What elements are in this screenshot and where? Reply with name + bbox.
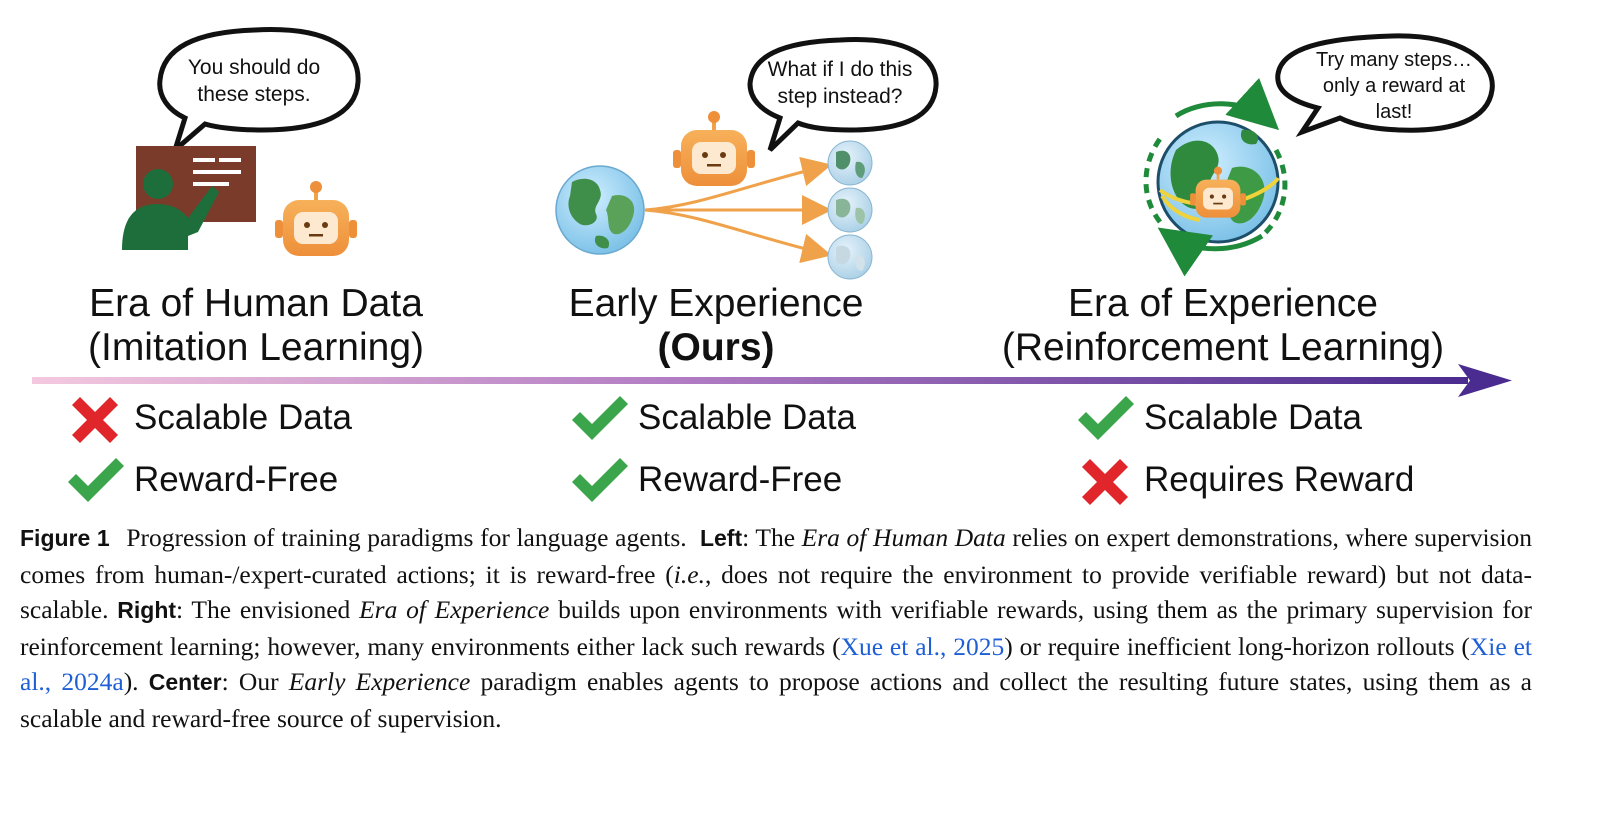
illustrations xyxy=(32,27,1512,397)
row-label: Scalable Data xyxy=(134,398,352,437)
caption-text: paradigm enables agents to propose actio… xyxy=(20,667,1533,733)
cross-icon xyxy=(1076,455,1138,505)
robot-icon xyxy=(1190,166,1246,218)
robot-icon xyxy=(673,111,755,186)
globe-icon xyxy=(827,140,873,186)
title-line: (Ours) xyxy=(657,326,775,369)
bubble-text-early: What if I do this step instead? xyxy=(767,58,913,108)
caption-emphasis: i.e. xyxy=(673,559,705,589)
row-label: Scalable Data xyxy=(638,398,856,437)
caption-intro: Progression of training paradigms for la… xyxy=(126,523,687,552)
center-speech-bubble xyxy=(747,37,939,152)
human-reward-row: Reward-Free xyxy=(66,454,338,506)
caption-text: The xyxy=(755,523,802,552)
title-line: (Imitation Learning) xyxy=(88,326,424,369)
row-label: Reward-Free xyxy=(134,460,339,499)
caption-emphasis: Era of Experience xyxy=(359,595,550,624)
bubble-text-human: You should do these steps. xyxy=(187,56,321,106)
row-label: Requires Reward xyxy=(1144,460,1415,499)
caption-text: ). xyxy=(123,667,139,696)
caption-text: builds upon environments with verifiable… xyxy=(20,595,1533,661)
row-label: Scalable Data xyxy=(1144,398,1362,437)
check-icon xyxy=(66,455,128,505)
citation-link[interactable]: Xie et al., 2024a xyxy=(20,631,1532,697)
caption-right-label: Right xyxy=(117,597,177,623)
globe-icon xyxy=(827,234,873,280)
rl-scalable-row: Scalable Data xyxy=(1076,392,1362,444)
title-line: Era of Experience xyxy=(1067,282,1378,325)
timeline-arrow xyxy=(32,364,1512,397)
future-state-globes xyxy=(827,140,873,280)
globe-icon xyxy=(555,165,645,255)
title-line: Early Experience xyxy=(568,282,864,325)
globe-icon xyxy=(827,187,873,233)
caption-text: Our xyxy=(238,667,289,696)
title-human: Era of Human Data (Imitation Learning) xyxy=(0,282,516,370)
caption-emphasis: Early Experience xyxy=(288,667,471,696)
left-speech-bubble xyxy=(157,27,361,158)
caption-text: relies on expert demonstrations, where s… xyxy=(20,523,1533,589)
check-icon xyxy=(570,455,632,505)
caption-text: The envisioned xyxy=(191,595,360,624)
check-icon xyxy=(570,393,632,443)
check-icon xyxy=(1076,393,1138,443)
title-line: Era of Human Data xyxy=(89,282,423,325)
caption-emphasis: Era of Human Data xyxy=(801,523,1006,552)
title-early: Early Experience (Ours) xyxy=(456,282,976,370)
branch-arrows xyxy=(644,156,832,264)
teacher-icon xyxy=(122,146,256,250)
right-speech-bubble xyxy=(1275,33,1495,137)
rl-reward-row: Requires Reward xyxy=(1076,454,1414,506)
citation-link[interactable]: Xue et al., 2025 xyxy=(840,631,1005,661)
bubble-text-rl: Try many steps… only a reward at last! xyxy=(1316,49,1472,123)
title-line: (Reinforcement Learning) xyxy=(1001,326,1445,369)
caption-center-label: Center xyxy=(148,669,222,695)
early-reward-row: Reward-Free xyxy=(570,454,842,506)
figure-caption: Figure 1 Progression of training paradig… xyxy=(20,523,1533,733)
figure-label: Figure 1 xyxy=(20,525,110,551)
row-label: Reward-Free xyxy=(638,460,843,499)
title-rl: Era of Experience (Reinforcement Learnin… xyxy=(963,282,1483,370)
rl-globe-icon xyxy=(1143,77,1288,277)
caption-text: , does not require the environment to pr… xyxy=(20,559,1532,625)
cross-icon xyxy=(66,393,128,443)
human-scalable-row: Scalable Data xyxy=(66,392,352,444)
early-scalable-row: Scalable Data xyxy=(570,392,856,444)
robot-icon xyxy=(275,181,357,256)
caption-text: ) or require inefficient long-horizon ro… xyxy=(1004,631,1470,661)
caption-left-label: Left xyxy=(699,525,743,551)
paradigm-figure: You should do these steps. What if I do … xyxy=(0,27,1512,506)
